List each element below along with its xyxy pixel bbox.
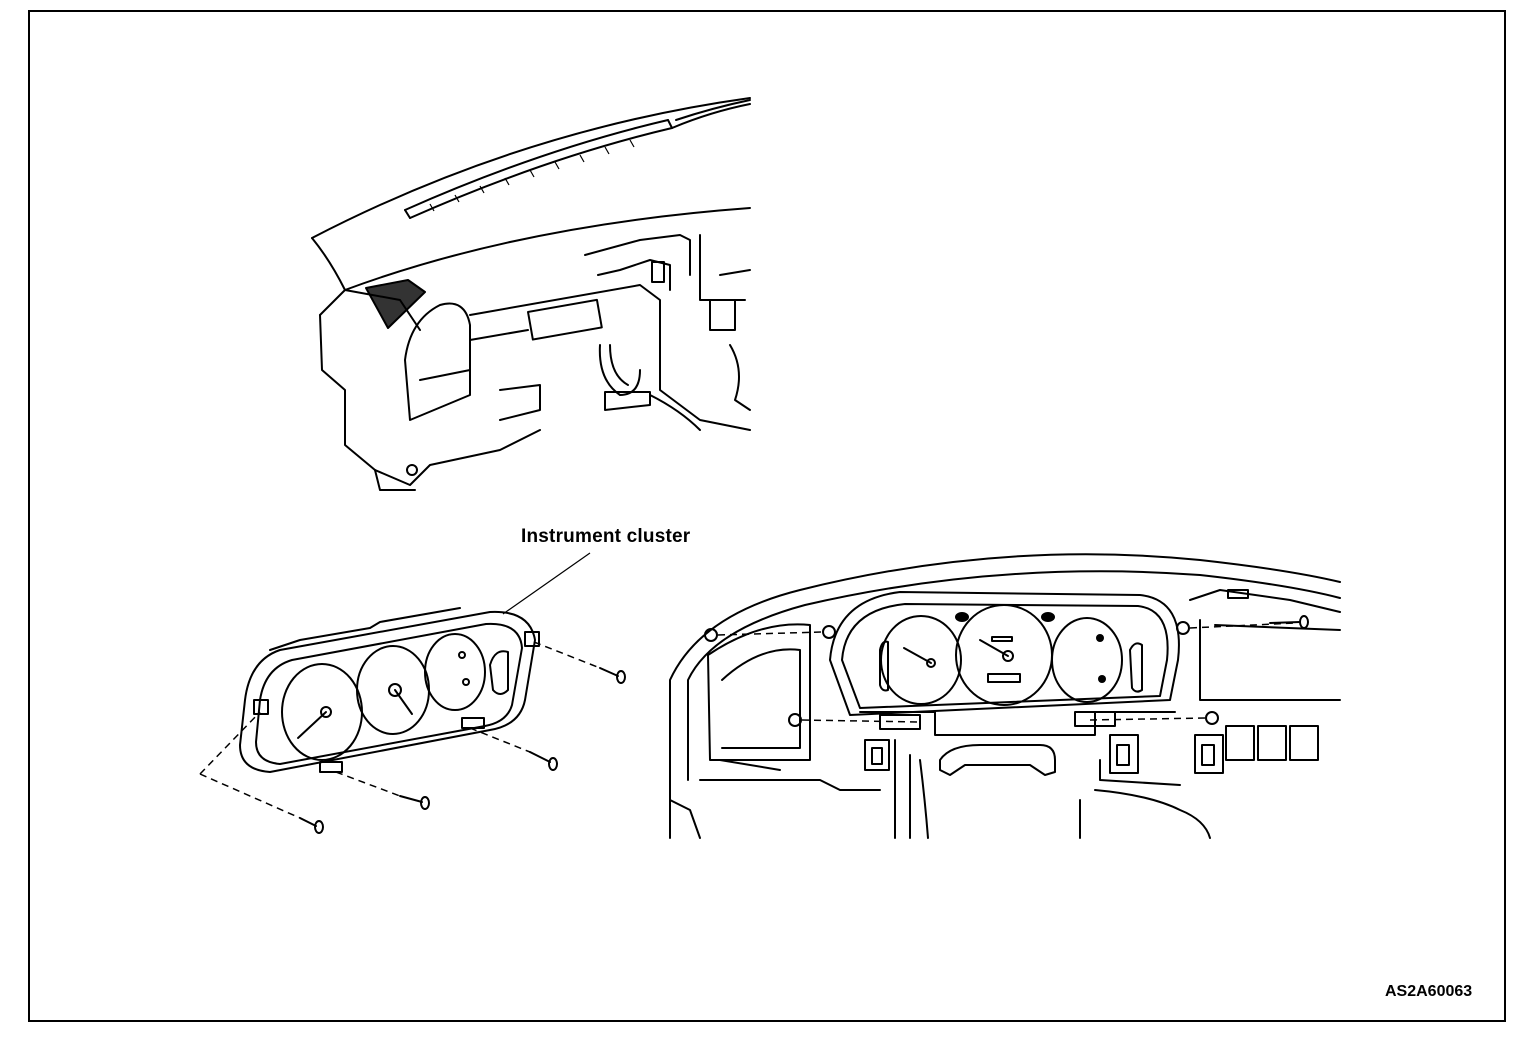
mounting-tab [319, 761, 343, 773]
mounting-screw [529, 751, 558, 771]
figure-border [28, 10, 1506, 1022]
fuel-temp-gauge [1051, 617, 1123, 703]
switch-panel [864, 739, 890, 771]
figure-id-label: AS2A60063 [1385, 983, 1473, 1000]
dashboard-top-view [311, 97, 751, 491]
mounting-screw [399, 795, 430, 810]
switch-panel [1109, 734, 1139, 774]
vent-slats [429, 139, 635, 212]
mounting-tab [461, 717, 485, 729]
tachometer-gauge [880, 615, 962, 705]
instrument-cluster-label: Instrument cluster [521, 526, 691, 547]
callout-leader-line [502, 552, 591, 615]
switch-panel [1194, 734, 1224, 774]
mounting-screw [599, 667, 626, 684]
instrument-cluster-exploded-view [199, 552, 626, 834]
mounting-tab [524, 631, 540, 647]
dashboard-front-view [669, 553, 1341, 839]
cluster-housing [239, 610, 536, 773]
fuel-temp-gauge [424, 633, 486, 711]
speedometer-gauge [356, 645, 430, 735]
mounting-screw [299, 817, 324, 834]
mounting-tab [253, 699, 269, 715]
